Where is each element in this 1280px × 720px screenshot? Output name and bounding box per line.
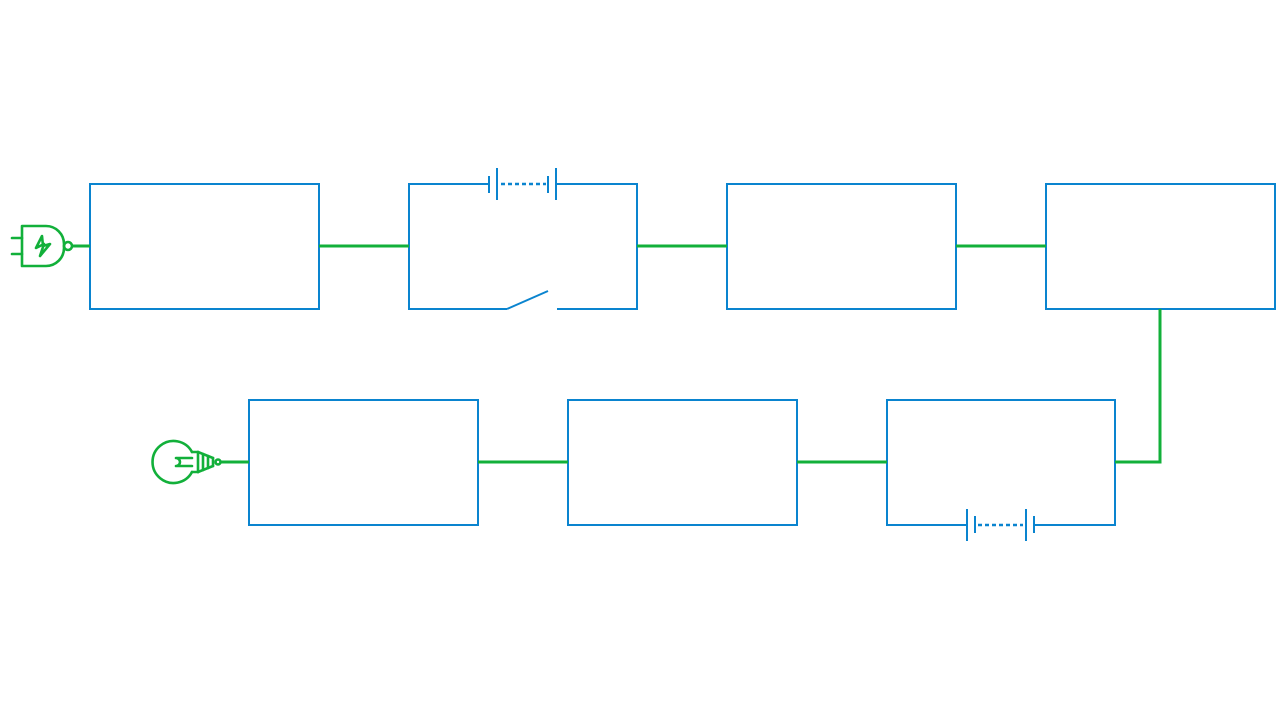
switch-symbol	[506, 290, 549, 310]
block-6	[567, 399, 798, 526]
block-1	[89, 183, 320, 310]
block-3	[726, 183, 957, 310]
block-2-outline-top-left	[408, 183, 507, 310]
block-4	[1045, 183, 1276, 310]
wire-block-4-to-block-7	[1115, 309, 1162, 464]
block-5	[248, 399, 479, 526]
wires	[72, 244, 1162, 464]
block-2-outline-top-right	[557, 183, 638, 310]
block-7	[886, 399, 1116, 541]
block-2	[408, 168, 638, 310]
battery-symbol	[966, 509, 1035, 541]
block-7-outline	[886, 399, 1116, 526]
battery-symbol	[488, 168, 557, 200]
power-plug-icon	[10, 224, 74, 268]
light-bulb-icon	[151, 439, 222, 485]
